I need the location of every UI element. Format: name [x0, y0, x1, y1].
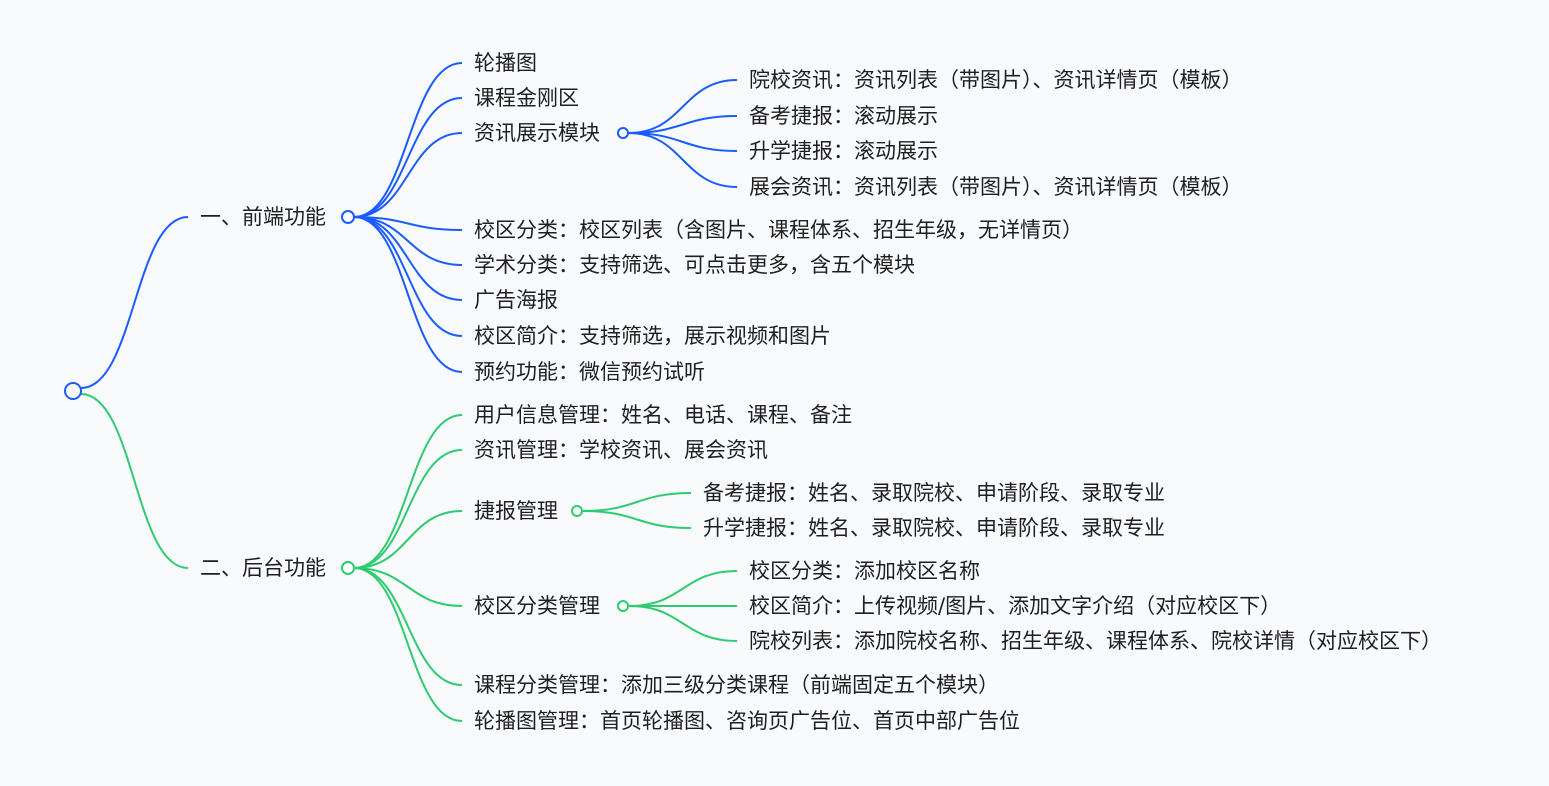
report-collapse-circle[interactable]: [571, 505, 583, 517]
connector-campus-item: [628, 605, 738, 642]
node-back-item[interactable]: 校区分类管理: [474, 594, 600, 618]
node-news-item[interactable]: 备考捷报：滚动展示: [749, 104, 938, 128]
connector-back-item: [353, 414, 463, 569]
node-report-item[interactable]: 备考捷报：姓名、录取院校、申请阶段、录取专业: [703, 481, 1165, 505]
node-front-item[interactable]: 预约功能：微信预约试听: [474, 360, 705, 384]
node-front-item[interactable]: 校区分类：校区列表（含图片、课程体系、招生年级，无详情页）: [474, 218, 1083, 242]
node-back-item[interactable]: 资讯管理：学校资讯、展会资讯: [474, 438, 768, 462]
connector-news-item: [628, 132, 738, 188]
connector-news-item: [628, 132, 738, 152]
connector-back-item: [353, 567, 463, 722]
node-news-item[interactable]: 院校资讯：资讯列表（带图片）、资讯详情页（模板）: [749, 68, 1243, 92]
connector-front-item: [353, 216, 463, 231]
node-back-item[interactable]: 轮播图管理：首页轮播图、咨询页广告位、首页中部广告位: [474, 709, 1020, 733]
connector-news-item: [628, 115, 738, 134]
node-campus-item[interactable]: 校区分类：添加校区名称: [749, 559, 980, 583]
connector-front-item: [353, 216, 463, 373]
node-front-item[interactable]: 广告海报: [474, 288, 558, 312]
connector-root-back: [80, 393, 189, 569]
node-back-item[interactable]: 捷报管理: [474, 499, 558, 523]
front-collapse-circle[interactable]: [341, 210, 355, 224]
back-collapse-circle[interactable]: [341, 561, 355, 575]
connector-news-item: [628, 79, 738, 134]
node-front-item[interactable]: 学术分类：支持筛选、可点击更多，含五个模块: [474, 253, 915, 277]
connector-front-item: [353, 216, 463, 301]
node-back-item[interactable]: 课程分类管理：添加三级分类课程（前端固定五个模块）: [474, 673, 999, 697]
connector-front-item: [353, 132, 463, 218]
connector-back-item: [353, 510, 463, 569]
node-news-item[interactable]: 展会资讯：资讯列表（带图片）、资讯详情页（模板）: [749, 175, 1243, 199]
connector-report-item: [582, 510, 692, 529]
node-front-item[interactable]: 资讯展示模块: [474, 121, 600, 145]
connector-back-item: [353, 567, 463, 686]
node-news-item[interactable]: 升学捷报：滚动展示: [749, 139, 938, 163]
node-report-item[interactable]: 升学捷报：姓名、录取院校、申请阶段、录取专业: [703, 516, 1165, 540]
connector-front-item: [353, 97, 463, 218]
campus-collapse-circle[interactable]: [617, 600, 629, 612]
connector-front-item: [353, 216, 463, 337]
connector-report-item: [582, 492, 692, 512]
root-node-circle[interactable]: [64, 382, 82, 400]
connector-back-item: [353, 567, 463, 607]
connector-campus-item: [628, 570, 738, 607]
node-front[interactable]: 一、前端功能: [200, 205, 326, 229]
node-campus-item[interactable]: 院校列表：添加院校名称、招生年级、课程体系、院校详情（对应校区下）: [749, 629, 1442, 653]
node-front-item[interactable]: 课程金刚区: [474, 86, 579, 110]
node-back[interactable]: 二、后台功能: [200, 556, 326, 580]
node-front-item[interactable]: 校区简介：支持筛选，展示视频和图片: [474, 324, 831, 348]
node-campus-item[interactable]: 校区简介：上传视频/图片、添加文字介绍（对应校区下）: [749, 594, 1282, 618]
node-front-item[interactable]: 轮播图: [474, 51, 537, 75]
connector-back-item: [353, 449, 463, 569]
news-collapse-circle[interactable]: [617, 127, 629, 139]
node-back-item[interactable]: 用户信息管理：姓名、电话、课程、备注: [474, 403, 852, 427]
connector-root-front: [80, 216, 189, 389]
connector-front-item: [353, 62, 463, 218]
connector-front-item: [353, 216, 463, 266]
